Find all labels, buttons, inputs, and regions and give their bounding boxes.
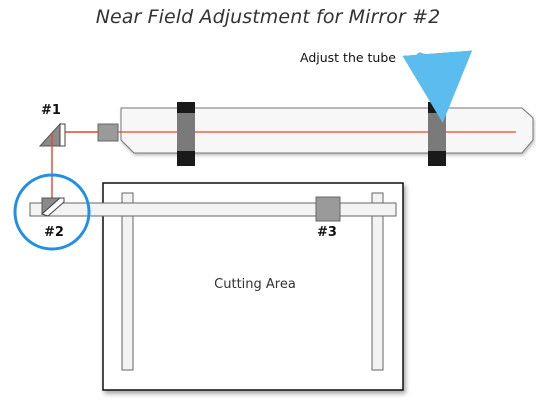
diagram-title: Near Field Adjustment for Mirror #2 (95, 6, 441, 28)
gantry-rail (29, 202, 397, 217)
mirror-3 (315, 196, 341, 222)
left-rail (121, 192, 134, 371)
mirror1-label: #1 (41, 103, 61, 118)
mirror-1 (38, 122, 66, 147)
tube-bracket-left-band (177, 113, 195, 151)
tube-output-cap (97, 123, 119, 142)
right-rail (371, 192, 384, 371)
mirror2-highlight-circle (13, 173, 91, 251)
mirror2-label: #2 (44, 225, 64, 240)
cutting-area-bed (102, 182, 404, 391)
tube-bracket-right-band (428, 113, 446, 151)
adjust-tube-callout: Adjust the tube (300, 50, 396, 65)
mirror-2 (41, 197, 65, 217)
cutting-area-label: Cutting Area (214, 277, 296, 292)
mirror3-label: #3 (317, 225, 337, 240)
adjust-arrow-icon (402, 50, 473, 123)
